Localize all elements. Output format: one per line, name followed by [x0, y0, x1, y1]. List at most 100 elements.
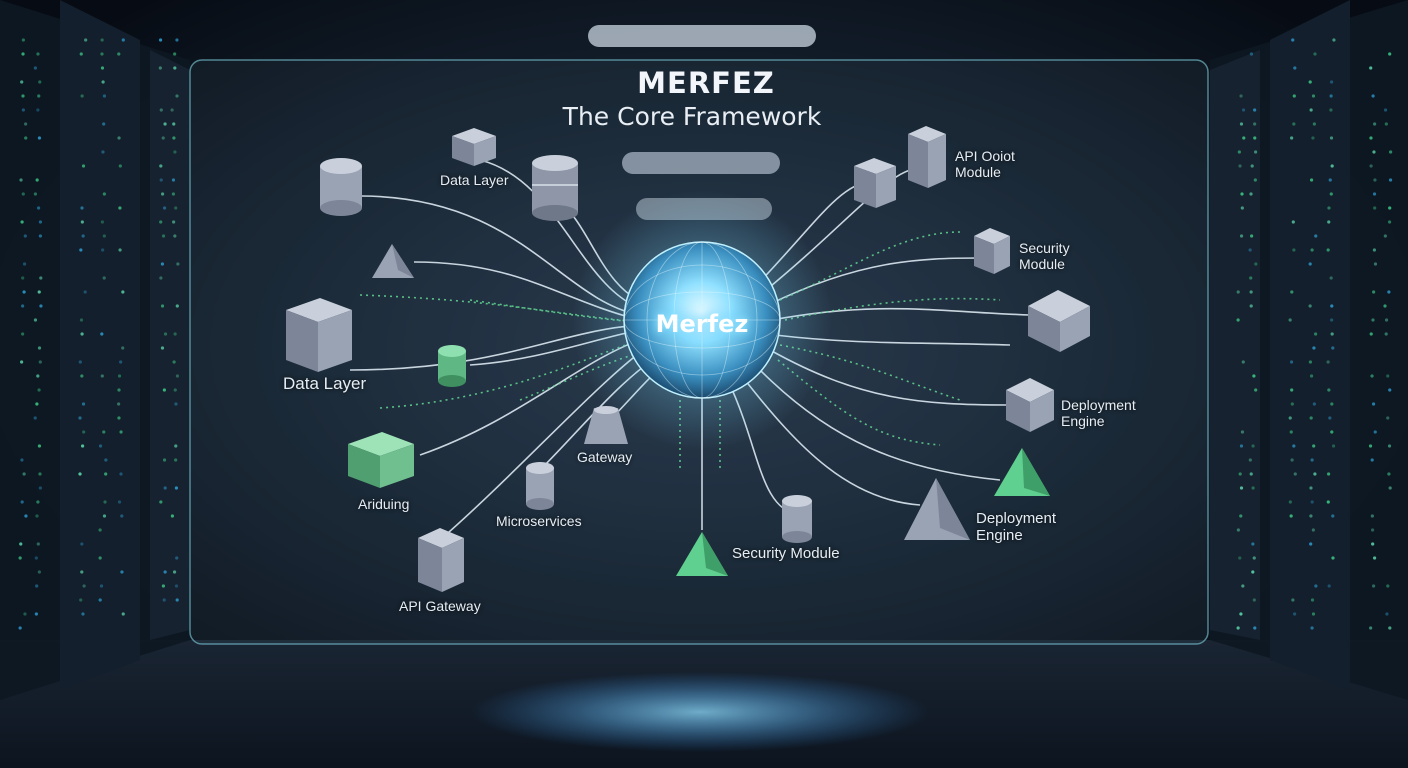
rack-led: [1314, 332, 1318, 336]
rack-led: [1383, 108, 1388, 112]
rack-led: [1388, 486, 1392, 490]
rack-led: [162, 206, 167, 210]
rack-led: [1308, 304, 1312, 308]
rack-led: [1293, 66, 1297, 70]
rack-led: [1251, 542, 1255, 546]
cube-icon: [1028, 290, 1090, 352]
rack-led: [80, 570, 84, 574]
rack-led: [102, 514, 107, 518]
rack-led: [159, 164, 163, 168]
rack-led: [117, 500, 122, 504]
rack-led: [1329, 80, 1334, 84]
rack-led: [117, 416, 121, 420]
rack-led: [162, 388, 166, 392]
rack-led: [1309, 108, 1313, 112]
rack-led: [35, 402, 39, 406]
rack-led: [1373, 430, 1377, 434]
rack-led: [173, 332, 177, 336]
rack-led: [19, 178, 23, 182]
rack-led: [1311, 612, 1316, 616]
rack-led: [159, 500, 163, 504]
rack-led: [79, 598, 83, 602]
module-label-api-gateway: API Gateway: [399, 598, 481, 614]
rack-led: [1290, 402, 1294, 406]
rack-led: [1252, 598, 1256, 602]
rack-led: [1249, 276, 1253, 280]
rack-led: [37, 570, 41, 574]
rack-led: [1331, 514, 1335, 518]
rack-led: [119, 472, 123, 476]
rack-led: [38, 234, 42, 238]
rack-led: [1383, 234, 1387, 238]
rack-led: [174, 458, 178, 462]
rack-led: [1253, 108, 1257, 112]
rack-led: [21, 108, 25, 112]
rack-led: [1326, 500, 1330, 504]
rack-led: [98, 556, 102, 560]
rack-led: [1254, 262, 1258, 266]
rack-led: [23, 234, 27, 238]
rack-led: [1292, 248, 1296, 252]
rack-led: [1373, 556, 1377, 560]
rack-led: [99, 584, 104, 588]
rack-led: [1373, 178, 1377, 182]
module-label-security-module-right: Security Module: [1019, 240, 1070, 272]
rack-led: [1329, 94, 1333, 98]
rack-led: [1292, 94, 1296, 98]
rack-led: [19, 542, 23, 546]
rack-led: [1239, 444, 1244, 448]
rack-led: [1310, 500, 1314, 504]
cylinder-icon: [526, 462, 554, 510]
rack-led: [174, 402, 178, 406]
rack-led: [1238, 556, 1242, 560]
rack-led: [78, 472, 82, 476]
rack-led: [1387, 290, 1391, 294]
cylinder-icon: [438, 345, 466, 387]
rack-led: [172, 570, 177, 574]
rack-led: [79, 52, 83, 56]
rack-led: [1310, 248, 1314, 252]
rack-led: [79, 248, 83, 252]
rack-led: [1309, 374, 1314, 378]
rack-led: [163, 332, 168, 336]
module-label-deployment-engine-right: Deployment Engine: [1061, 397, 1136, 429]
rack-led: [21, 94, 25, 98]
rack-led: [118, 206, 122, 210]
rack-led: [100, 332, 104, 336]
rack-led: [174, 486, 179, 490]
rack-led: [1368, 444, 1373, 448]
rack-led: [1309, 416, 1313, 420]
rack-led: [1249, 304, 1253, 308]
rack-led: [1372, 150, 1376, 154]
rack-led: [1241, 360, 1245, 364]
rack-led: [80, 206, 84, 210]
rack-led: [1330, 430, 1334, 434]
rack-led: [1311, 136, 1315, 140]
rack-led: [1310, 598, 1315, 602]
rack-led: [158, 38, 163, 42]
rack-led: [21, 38, 25, 42]
rack-led: [1250, 234, 1254, 238]
rack-led: [102, 234, 106, 238]
rack-led: [1311, 528, 1315, 532]
rack-led: [170, 108, 174, 112]
rack-led: [173, 388, 177, 392]
rack-led: [1330, 164, 1334, 168]
rack-led: [1293, 472, 1297, 476]
rack-led: [21, 304, 25, 308]
rack-led: [1328, 416, 1332, 420]
rack-led: [35, 514, 39, 518]
rack-led: [1253, 122, 1257, 126]
rack-led: [20, 500, 24, 504]
rack-led: [1250, 164, 1254, 168]
rack-led: [1290, 136, 1294, 140]
rack-led: [163, 486, 167, 490]
rack-led: [78, 416, 82, 420]
rack-led: [80, 220, 84, 224]
pyramid-icon: [994, 448, 1050, 496]
rack-led: [1254, 150, 1258, 154]
rack-led: [173, 234, 177, 238]
rack-led: [1238, 164, 1242, 168]
rack-led: [102, 430, 106, 434]
rack-led: [1252, 556, 1256, 560]
